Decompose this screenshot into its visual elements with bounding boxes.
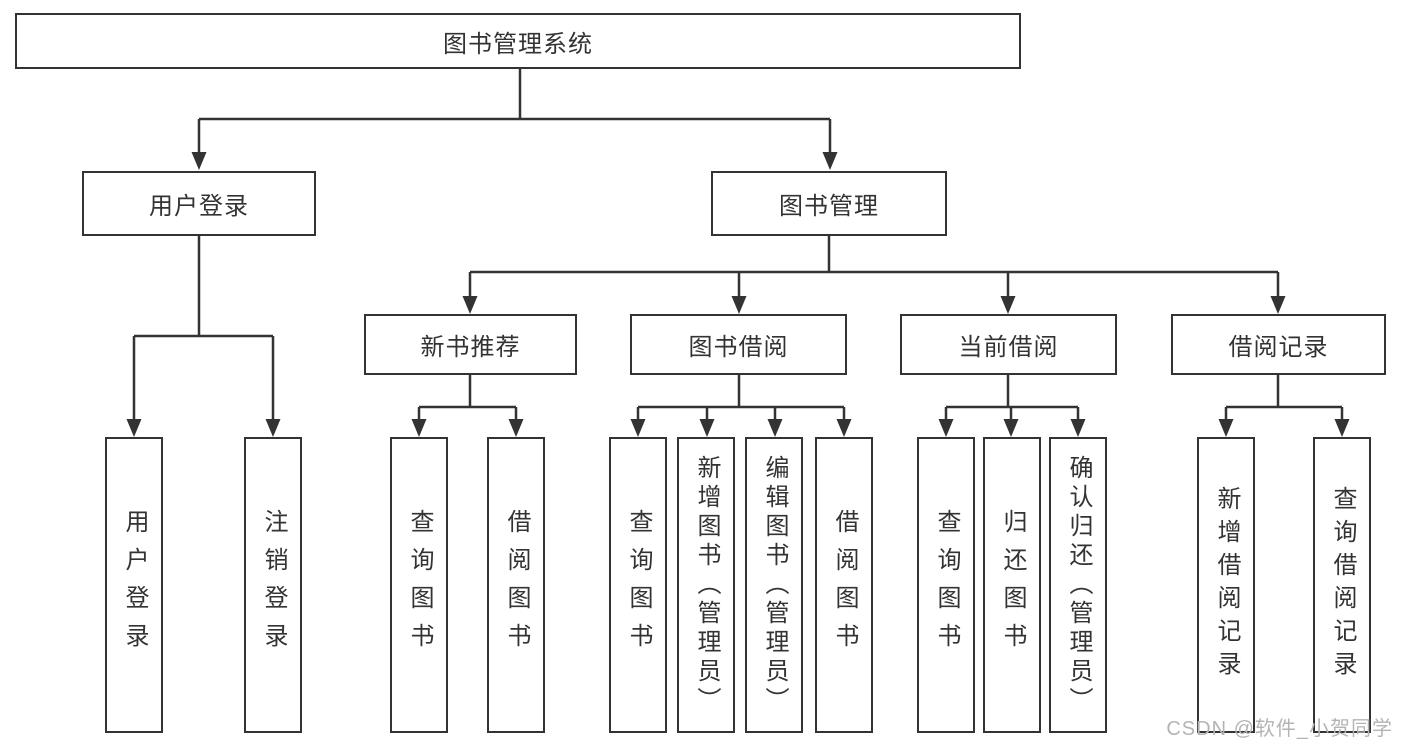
leaf-query-books-borrow: 查询图书: [609, 437, 667, 733]
leaf-add-books-admin: 新增图书（管理员）: [677, 437, 735, 733]
node-label: 查询图书: [406, 509, 433, 661]
leaf-query-books-current: 查询图书: [917, 437, 975, 733]
leaf-logout: 注销登录: [244, 437, 302, 733]
leaf-add-borrow-record: 新增借阅记录: [1197, 437, 1255, 733]
leaf-query-books-recommend: 查询图书: [390, 437, 448, 733]
node-label: 用户登录: [121, 509, 148, 661]
node-label: 图书借阅: [688, 334, 789, 361]
node-root-library-system: 图书管理系统: [15, 13, 1021, 69]
node-new-book-recommend: 新书推荐: [364, 314, 577, 375]
node-label: 图书管理系统: [443, 30, 593, 58]
node-borrow-records: 借阅记录: [1171, 314, 1386, 375]
node-book-borrow: 图书借阅: [630, 314, 847, 375]
node-book-management: 图书管理: [711, 171, 947, 236]
node-label: 注销登录: [260, 509, 287, 661]
leaf-user-login: 用户登录: [105, 437, 163, 733]
node-label: 新增借阅记录: [1213, 486, 1240, 684]
leaf-query-borrow-record: 查询借阅记录: [1313, 437, 1371, 733]
node-user-login: 用户登录: [82, 171, 316, 236]
node-label: 借阅记录: [1228, 334, 1329, 361]
node-label: 图书管理: [779, 193, 879, 220]
node-label: 确认归还（管理员）: [1065, 454, 1092, 716]
node-label: 查询借阅记录: [1329, 486, 1356, 684]
node-label: 新书推荐: [420, 334, 521, 361]
leaf-borrow-books-recommend: 借阅图书: [487, 437, 545, 733]
node-label: 当前借阅: [958, 334, 1059, 361]
node-label: 查询图书: [933, 509, 960, 661]
leaf-borrow-books: 借阅图书: [815, 437, 873, 733]
node-current-borrow: 当前借阅: [900, 314, 1117, 375]
node-label: 借阅图书: [503, 509, 530, 661]
node-label: 编辑图书（管理员）: [761, 454, 788, 716]
node-label: 查询图书: [625, 509, 652, 661]
node-label: 归还图书: [999, 509, 1026, 661]
leaf-return-books: 归还图书: [983, 437, 1041, 733]
node-label: 新增图书（管理员）: [693, 454, 720, 716]
node-label: 借阅图书: [831, 509, 858, 661]
leaf-edit-books-admin: 编辑图书（管理员）: [745, 437, 803, 733]
leaf-confirm-return-admin: 确认归还（管理员）: [1049, 437, 1107, 733]
node-label: 用户登录: [149, 193, 249, 220]
